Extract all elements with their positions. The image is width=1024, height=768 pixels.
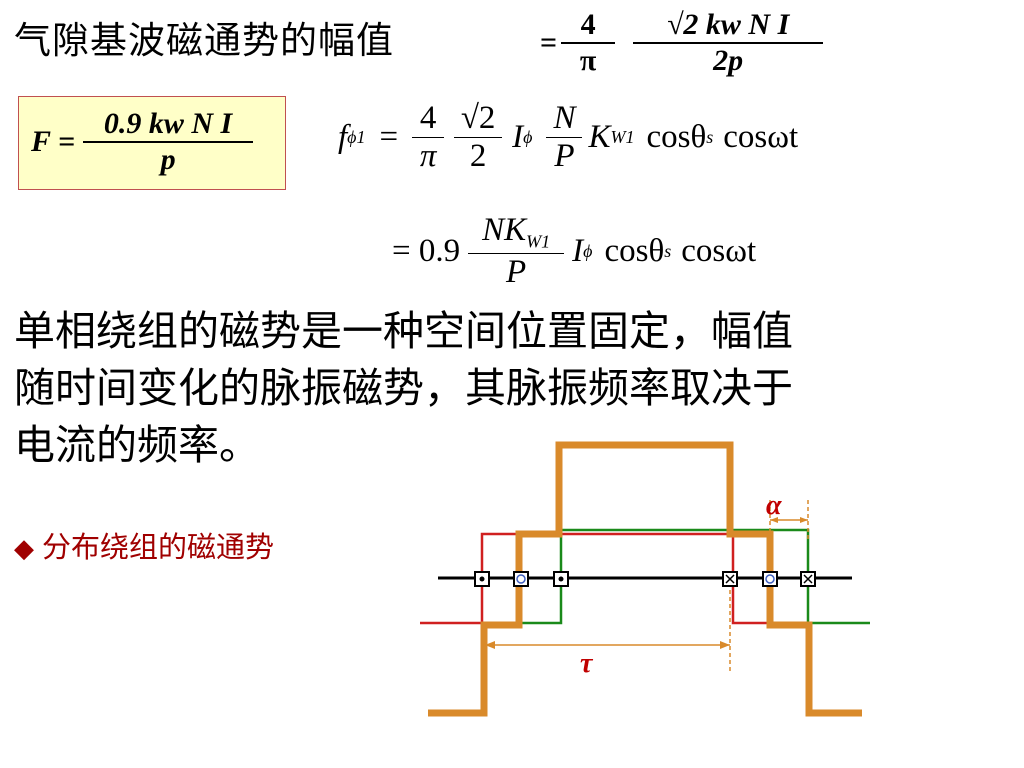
bullet-text: 分布绕组的磁通势 [42, 530, 275, 564]
paragraph-line-3: 电流的频率。 [14, 421, 260, 469]
paragraph-line-1: 单相绕组的磁势是一种空间位置固定，幅值 [14, 307, 793, 355]
red-waveform [420, 532, 770, 625]
conductor-dot-icon [474, 571, 490, 587]
orange-step-waveform [428, 441, 862, 717]
page-title: 气隙基波磁通势的幅值 [14, 19, 394, 62]
boxed-formula: F = 0.9 kw N I p [18, 96, 286, 190]
top-formula: = 4 π √2 kw N I 2p [540, 8, 824, 78]
diamond-bullet-icon: ◆ [14, 534, 34, 564]
paragraph-line-2: 随时间变化的脉振磁势，其脉振频率取决于 [14, 364, 793, 412]
box-frac: 0.9 kw N I p [83, 107, 254, 177]
bullet-item: ◆ 分布绕组的磁通势 [14, 524, 274, 566]
box-lhs: F = [31, 125, 76, 158]
green-waveform [520, 528, 870, 625]
description-paragraph: 单相绕组的磁势是一种空间位置固定，幅值 随时间变化的脉振磁势，其脉振频率取决于 … [14, 303, 1014, 474]
conductor-cross-icon [800, 571, 816, 587]
conductor-slot-icon [513, 571, 529, 587]
top-frac-2: √2 kw N I 2p [633, 8, 824, 78]
conductor-cross-icon [722, 571, 738, 587]
top-frac-1: 4 π [561, 8, 616, 78]
top-eq: = [540, 26, 558, 59]
conductor-slot-icon [762, 571, 778, 587]
conductor-dot-icon [553, 571, 569, 587]
alpha-label: α [766, 490, 782, 521]
tau-label: τ [580, 648, 594, 679]
